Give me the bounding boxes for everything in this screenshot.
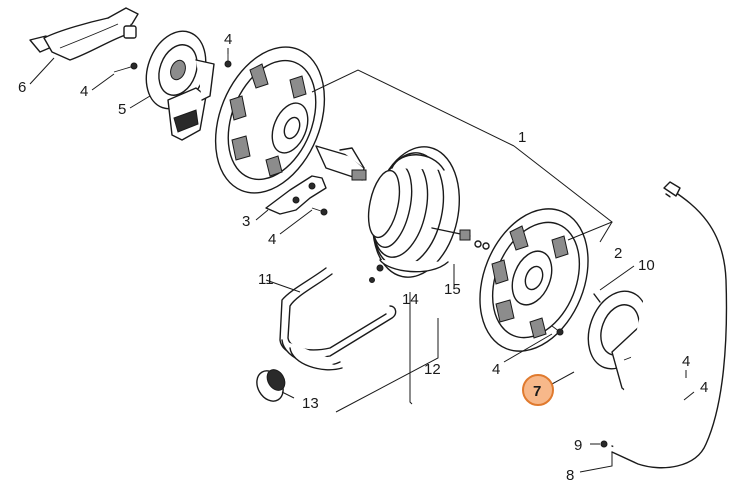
label-part-12: 12	[424, 361, 441, 378]
label-part-5: 5	[118, 101, 126, 118]
screw-part-4-b	[224, 54, 232, 68]
label-part-6: 6	[18, 79, 26, 96]
seal-part-15	[474, 240, 490, 250]
label-part-10: 10	[638, 257, 655, 274]
highlight-circle	[522, 374, 554, 406]
crank-handle-part-6	[29, 7, 139, 61]
label-part-14: 14	[402, 291, 419, 308]
rear-side-plate	[214, 46, 326, 194]
front-side-plate-part-2	[479, 208, 589, 352]
part-labels: 1 2 3 4 4 4 4 4 4 5 6 8 9 10 11 12 13 14…	[18, 31, 708, 483]
leader-lines	[29, 48, 695, 473]
screw-part-4-c	[311, 207, 328, 216]
label-part-4: 4	[682, 353, 690, 370]
label-part-2: 2	[614, 245, 622, 262]
label-part-4: 4	[700, 379, 708, 396]
label-part-4: 4	[224, 31, 232, 48]
label-part-15: 15	[444, 281, 461, 298]
label-part-4: 4	[80, 83, 88, 100]
screw-part-4-a	[113, 62, 138, 73]
label-part-13: 13	[302, 395, 319, 412]
hose-drum-part-12	[367, 146, 471, 278]
label-part-7: 7	[533, 383, 541, 400]
bracket-part-5	[145, 30, 215, 141]
highlighted-part-7-callout: 7	[522, 374, 554, 406]
seal-part-9	[600, 440, 608, 448]
drive-shaft	[315, 145, 367, 181]
bracket-part-3	[265, 175, 327, 215]
grommet-part-13	[256, 369, 286, 402]
guide-bow-part-11	[279, 267, 397, 371]
label-part-8: 8	[566, 467, 574, 483]
connecting-hose-part-8	[611, 181, 728, 469]
label-part-1: 1	[518, 129, 526, 146]
label-part-4: 4	[492, 361, 500, 378]
seal-part-14	[369, 277, 375, 283]
screw-part-4-d	[551, 325, 564, 336]
pin-part-10	[593, 293, 601, 303]
label-part-9: 9	[574, 437, 582, 454]
label-part-4: 4	[268, 231, 276, 248]
label-part-3: 3	[242, 213, 250, 230]
label-part-11: 11	[258, 271, 274, 288]
